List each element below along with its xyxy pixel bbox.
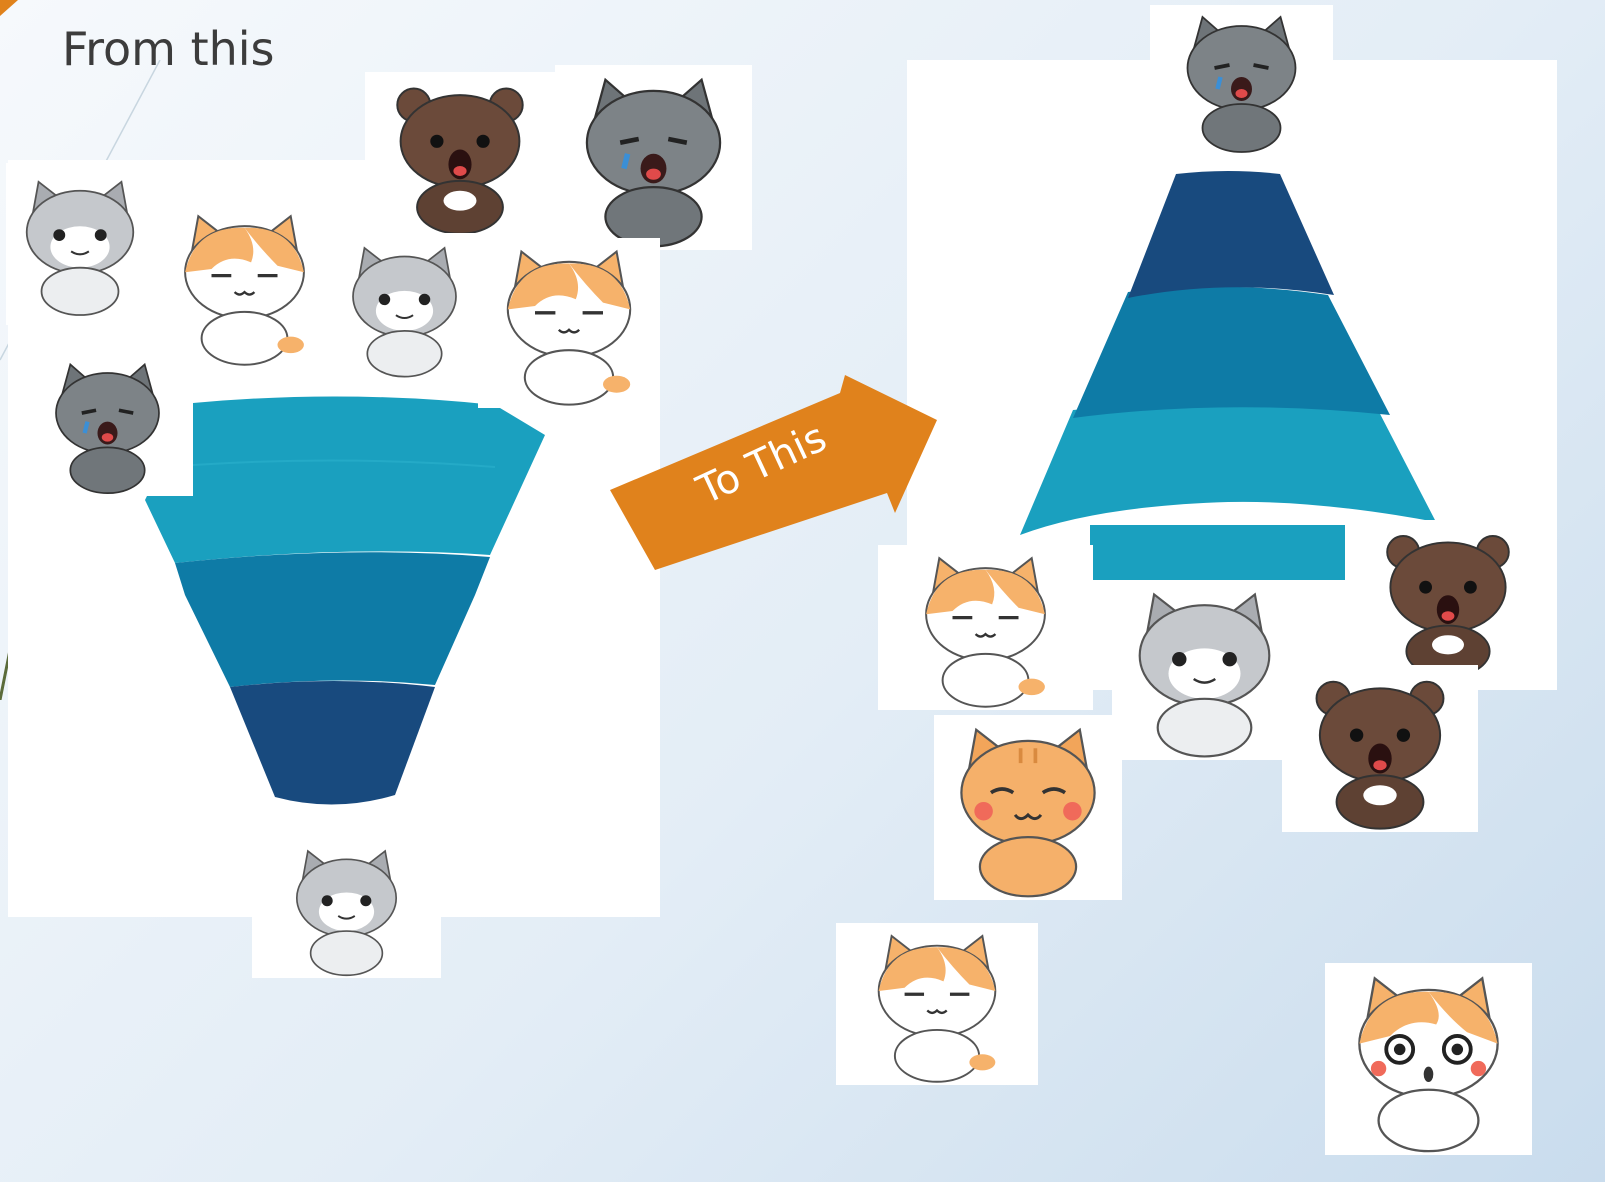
brown-cat-icon	[1282, 665, 1478, 832]
pyramid-top-band	[1128, 171, 1334, 298]
brown-cat-icon	[365, 72, 555, 237]
orange-cat-icon	[836, 923, 1038, 1085]
funnel-graphic	[145, 396, 545, 805]
slide-title: From this	[62, 22, 275, 76]
corner-accent	[0, 0, 18, 16]
orange-cat-icon	[478, 238, 660, 408]
orange-cat-icon	[878, 545, 1093, 710]
orange-cat-icon	[157, 203, 332, 368]
dark-grey-cat-icon	[1150, 5, 1333, 155]
brown-cat-icon	[1348, 520, 1548, 680]
funnel-middle-band	[175, 552, 490, 687]
funnel-top-band	[145, 396, 545, 563]
tabby-cat-icon	[934, 715, 1122, 900]
pyramid-graphic	[1020, 171, 1436, 580]
pyramid-bottom-band	[1020, 402, 1436, 535]
grey-cat-icon	[333, 233, 476, 383]
grey-cat-icon	[1112, 580, 1297, 760]
dark-grey-cat-icon	[22, 353, 193, 496]
funnel-bottom-band	[230, 681, 435, 805]
pyramid-middle-band	[1073, 286, 1390, 418]
arrow-graphic	[610, 375, 937, 570]
grey-cat-icon	[6, 163, 154, 325]
grey-cat-icon	[252, 840, 441, 978]
surprised-cat-icon	[1325, 963, 1532, 1155]
dark-grey-cat-icon	[555, 65, 752, 250]
